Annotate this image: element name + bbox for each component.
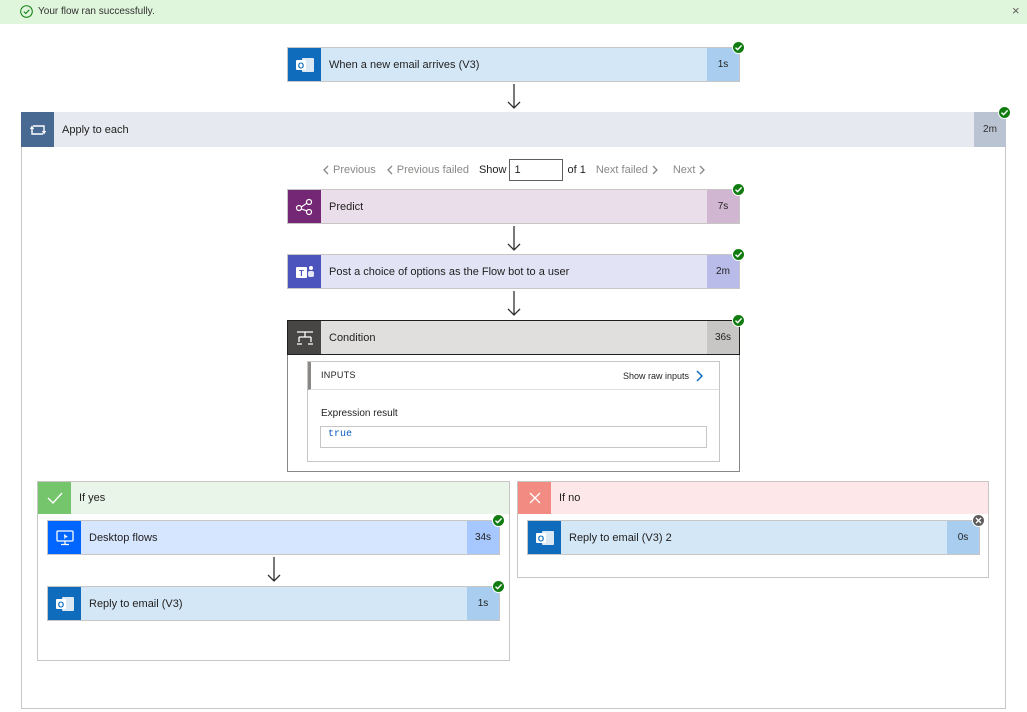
reply-to-email-duration: 1s [467,587,499,620]
if-yes-label: If yes [79,492,106,504]
success-check-icon [732,314,745,327]
reply-to-email-label: Reply to email (V3) [89,597,183,610]
if-no-header[interactable]: If no [518,482,988,514]
success-check-icon [492,580,505,593]
success-check-icon [732,41,745,54]
chevron-right-icon [696,370,704,382]
next-failed-label: Next failed [595,164,648,176]
success-check-icon [492,514,505,527]
svg-text:O: O [57,600,63,609]
previous-button[interactable]: Previous [322,164,376,176]
outlook-icon: O [528,521,561,554]
desktop-flows-card[interactable]: Desktop flows 34s [47,520,500,555]
trigger-card[interactable]: O When a new email arrives (V3) 1s [287,47,740,82]
expression-result-value: true [320,426,707,448]
svg-text:T: T [299,269,304,278]
previous-failed-button[interactable]: Previous failed [386,164,469,176]
condition-label: Condition [329,331,376,344]
teams-post-label: Post a choice of options as the Flow bot… [329,265,570,278]
condition-inputs-panel [307,361,720,462]
trigger-label: When a new email arrives (V3) [329,58,480,71]
inputs-title: INPUTS [321,370,356,380]
success-check-icon [20,5,33,18]
reply-to-email-card[interactable]: O Reply to email (V3) 1s [47,586,500,621]
next-failed-button[interactable]: Next failed [596,164,659,176]
predict-duration: 7s [707,190,739,223]
success-check-icon [732,183,745,196]
checkmark-icon [38,482,71,514]
arrow-down-icon [507,226,521,251]
outlook-icon: O [288,48,321,81]
condition-card[interactable]: Condition 36s [287,320,740,355]
next-label: Next [672,164,696,176]
teams-post-duration: 2m [707,255,739,288]
predict-label: Predict [329,200,364,213]
if-yes-branch [37,481,510,661]
reply-to-email-2-duration: 0s [947,521,979,554]
next-button[interactable]: Next [673,164,707,176]
show-label: Show [478,164,507,176]
desktop-flows-icon [48,521,81,554]
apply-to-each-label: Apply to each [62,123,129,136]
apply-to-each-header[interactable]: Apply to each 2m [21,112,1006,147]
outlook-icon: O [48,587,81,620]
arrow-down-icon [507,84,521,109]
close-icon[interactable]: × [1012,3,1020,18]
show-raw-inputs-label: Show raw inputs [623,371,690,381]
condition-icon [288,321,321,354]
inputs-header: INPUTS Show raw inputs [308,362,719,390]
desktop-flows-label: Desktop flows [89,531,158,544]
skipped-icon [972,514,985,527]
previous-failed-label: Previous failed [396,164,469,176]
teams-icon: T [288,255,321,288]
chevron-right-icon [652,165,658,175]
desktop-flows-duration: 34s [467,521,499,554]
close-icon [518,482,551,514]
loop-icon [21,112,54,147]
reply-to-email-2-card[interactable]: O Reply to email (V3) 2 0s [527,520,980,555]
reply-to-email-2-label: Reply to email (V3) 2 [569,531,672,544]
banner-message: Your flow ran successfully. [38,6,155,17]
iteration-total: of 1 [567,164,586,176]
iteration-input[interactable] [509,159,564,181]
arrow-down-icon [267,557,281,582]
condition-duration: 36s [707,321,739,354]
trigger-duration: 1s [707,48,739,81]
svg-text:O: O [537,534,543,543]
chevron-right-icon [699,165,706,175]
success-banner: Your flow ran successfully. × [0,0,1027,24]
chevron-left-icon [386,165,393,175]
iteration-pager: Previous Previous failed Show of 1 Next … [322,158,706,182]
svg-text:O: O [297,61,303,70]
if-no-branch [517,481,989,578]
chevron-left-icon [323,165,329,175]
success-check-icon [998,106,1011,119]
arrow-down-icon [507,291,521,316]
previous-label: Previous [333,164,376,176]
if-yes-header[interactable]: If yes [38,482,509,514]
success-check-icon [732,248,745,261]
teams-post-card[interactable]: T Post a choice of options as the Flow b… [287,254,740,289]
ai-builder-icon [288,190,321,223]
predict-card[interactable]: Predict 7s [287,189,740,224]
show-raw-inputs-link[interactable]: Show raw inputs [623,370,704,382]
expression-result-label: Expression result [321,408,398,419]
if-no-label: If no [559,492,581,504]
